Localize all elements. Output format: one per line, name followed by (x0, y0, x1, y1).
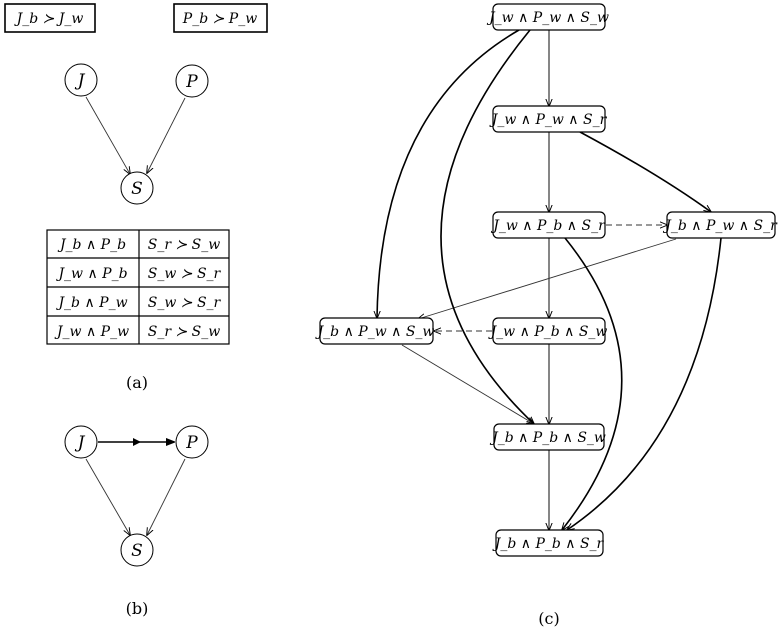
node-j-label: J (75, 433, 86, 453)
edge-j-to-s (85, 458, 130, 535)
node-j (64, 425, 98, 459)
state-node (493, 423, 605, 451)
node-p (175, 64, 209, 98)
cpt-condition: J_w ∧ P_b (55, 266, 127, 282)
edge-jbpwsw-to-jbpbsw (401, 344, 534, 424)
caption-c: (c) (538, 609, 559, 628)
node-s (120, 171, 154, 205)
node-j (64, 63, 98, 97)
node-s-label: S (131, 541, 143, 561)
p-preference-box (173, 3, 268, 33)
p-preference-label: P_b ≻ P_w (182, 11, 257, 27)
edge-jwpwsw-to-jbpbsw (440, 29, 534, 424)
j-preference-label: J_b ≻ J_w (14, 11, 84, 27)
state-node (492, 105, 606, 133)
j-preference-box (4, 3, 96, 33)
node-p (175, 425, 209, 459)
state-label: J_w ∧ P_w ∧ S_w (486, 10, 609, 26)
cpt-preference: S_r ≻ S_w (148, 237, 221, 253)
state-label: J_b ∧ P_b ∧ S_w (489, 430, 606, 446)
state-label: J_b ∧ P_w ∧ S_r (662, 218, 778, 234)
state-label: J_b ∧ P_w ∧ S_w (315, 324, 435, 340)
edge-jbpwsr-to-jbpwsw (418, 238, 677, 319)
caption-b: (b) (126, 599, 149, 618)
cpt-condition: J_b ∧ P_b (57, 237, 126, 253)
state-label: J_b ∧ P_b ∧ S_r (492, 536, 605, 552)
cpt-condition: J_w ∧ P_w (54, 324, 129, 340)
edge-j-to-s (85, 96, 130, 174)
state-node (666, 211, 776, 239)
state-label: J_w ∧ P_b ∧ S_r (490, 218, 606, 234)
cpt-preference: S_w ≻ S_r (148, 266, 222, 282)
cpt-condition: J_b ∧ P_w (55, 295, 127, 311)
state-node (492, 211, 606, 239)
state-node (492, 317, 606, 345)
state-node (495, 529, 604, 557)
edge-jwpwsw-to-jbpwsw (377, 29, 520, 318)
state-node (492, 3, 606, 31)
edge-p-to-s (147, 458, 186, 535)
caption-a: (a) (126, 373, 148, 392)
edge-jwpbsr-to-jbpbsr (562, 237, 623, 530)
panel-b: J P S (b) (64, 425, 209, 618)
node-j-label: J (75, 71, 86, 91)
importance-arrow-head (133, 438, 141, 446)
state-label: J_w ∧ P_b ∧ S_w (488, 324, 608, 340)
state-node (319, 317, 434, 345)
node-p-label: P (185, 72, 198, 92)
panel-a: J_b ≻ J_w P_b ≻ P_w J P S J_b ∧ P_b S_r … (4, 3, 268, 392)
edge-p-to-s (147, 97, 186, 173)
edge-jwpwsr-to-jbpwsr (579, 131, 711, 212)
cpt-preference: S_r ≻ S_w (148, 324, 221, 340)
cpt-table: J_b ∧ P_b S_r ≻ S_w J_w ∧ P_b S_w ≻ S_r … (46, 229, 230, 345)
edge-jbpwsr-to-jbpbsr (567, 237, 722, 530)
node-s-label: S (131, 179, 143, 199)
node-p-label: P (185, 433, 198, 453)
panel-c: J_w ∧ P_w ∧ S_w J_w ∧ P_w ∧ S_r J_w ∧ P_… (315, 3, 778, 628)
cpt-preference: S_w ≻ S_r (148, 295, 222, 311)
node-s (120, 533, 154, 567)
state-label: J_w ∧ P_w ∧ S_r (489, 112, 608, 128)
